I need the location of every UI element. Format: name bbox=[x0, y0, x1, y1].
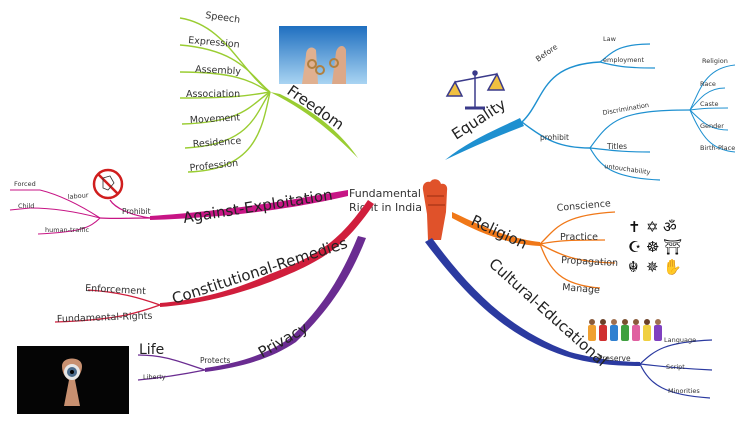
freedom-item-association: Association bbox=[186, 89, 240, 100]
equality-before-employment: employment bbox=[603, 56, 645, 64]
svg-text:☪: ☪ bbox=[628, 238, 641, 256]
keyhole-eye-icon bbox=[17, 346, 129, 414]
cultural-language: Language bbox=[664, 336, 696, 344]
exploitation-human-traffic: human-traffic bbox=[45, 226, 90, 234]
diverse-people-icon bbox=[588, 319, 662, 341]
privacy-branch: Privacy Protects Life Liberty bbox=[137, 236, 366, 381]
no-child-labour-icon bbox=[92, 168, 124, 200]
remedies-fundamental-rights: Fundamental-Rights bbox=[57, 311, 153, 325]
exploitation-labour: labour bbox=[67, 191, 89, 201]
scales-of-justice-icon bbox=[445, 70, 506, 110]
exploitation-label: Against-Exploitation bbox=[182, 186, 334, 227]
religion-conscience: Conscience bbox=[556, 198, 611, 214]
equality-untouchability: untouchability bbox=[604, 162, 651, 176]
equality-titles: Titles bbox=[606, 142, 627, 151]
remedies-label: Constitutional-Remedies bbox=[170, 234, 350, 308]
freedom-branch: Freedom Speech Expression Assembly Assoc… bbox=[179, 10, 358, 174]
religion-propagation: Propagation bbox=[561, 255, 618, 269]
equality-before-label: Before bbox=[534, 42, 560, 64]
central-topic: Fundamental Right in India bbox=[349, 187, 422, 214]
equality-disc-birthplace: Birth-Place bbox=[700, 144, 735, 152]
freedom-item-residence: Residence bbox=[192, 136, 241, 150]
exploitation-labour-forced: Forced bbox=[14, 180, 36, 188]
raised-fist-icon bbox=[422, 179, 448, 240]
equality-discrimination-label: Discrimination bbox=[602, 101, 650, 117]
freedom-label: Freedom bbox=[284, 82, 348, 134]
exploitation-prohibit: Prohibit bbox=[122, 207, 151, 216]
equality-disc-religion: Religion bbox=[702, 57, 728, 65]
exploitation-branch: Against-Exploitation Prohibit labour For… bbox=[9, 180, 348, 235]
svg-text:☸: ☸ bbox=[646, 238, 659, 256]
equality-prohibit-label: prohibit bbox=[540, 133, 569, 142]
svg-text:✋: ✋ bbox=[663, 258, 682, 276]
freedom-item-profession: Profession bbox=[189, 158, 239, 174]
privacy-life: Life bbox=[139, 342, 164, 358]
privacy-liberty: Liberty bbox=[143, 373, 166, 381]
equality-disc-caste: Caste bbox=[700, 100, 718, 108]
broken-chains-icon bbox=[279, 26, 367, 84]
religion-practice: Practice bbox=[560, 232, 598, 243]
exploitation-labour-child: Child bbox=[18, 202, 34, 210]
central-topic-line1: Fundamental bbox=[349, 187, 421, 200]
svg-text:ॐ: ॐ bbox=[663, 218, 677, 236]
equality-disc-gender: Gender bbox=[700, 122, 724, 130]
religion-manage: Manage bbox=[562, 282, 601, 296]
equality-before-law: Law bbox=[603, 35, 617, 43]
svg-text:✡: ✡ bbox=[646, 218, 659, 236]
remedies-enforcement: Enforcement bbox=[85, 283, 147, 297]
freedom-item-assembly: Assembly bbox=[195, 64, 242, 77]
privacy-label: Privacy bbox=[255, 319, 311, 362]
privacy-protects: Protects bbox=[200, 356, 231, 365]
cultural-minorities: Minorities bbox=[668, 387, 700, 395]
svg-text:⛩: ⛩ bbox=[663, 238, 682, 256]
cultural-preserve: Preserve bbox=[598, 354, 631, 363]
freedom-item-expression: Expression bbox=[188, 35, 240, 50]
svg-text:☬: ☬ bbox=[628, 258, 639, 276]
cultural-label: Cultural-Educational bbox=[485, 255, 610, 370]
freedom-item-speech: Speech bbox=[205, 10, 241, 26]
religion-branch: Religion Conscience Practice Propagation… bbox=[452, 198, 618, 296]
religion-label: Religion bbox=[468, 211, 530, 253]
svg-text:✝: ✝ bbox=[628, 218, 641, 236]
religious-symbols-icon: ✝ ✡ ॐ ☪ ☸ ⛩ ☬ ✵ ✋ bbox=[628, 218, 682, 276]
equality-label: Equality bbox=[448, 95, 509, 143]
freedom-item-movement: Movement bbox=[190, 112, 241, 126]
svg-text:✵: ✵ bbox=[646, 258, 659, 276]
cultural-script: Script bbox=[666, 363, 685, 371]
equality-branch: Equality Before Law employment prohibit … bbox=[445, 35, 735, 181]
equality-disc-race: Race bbox=[700, 80, 716, 88]
